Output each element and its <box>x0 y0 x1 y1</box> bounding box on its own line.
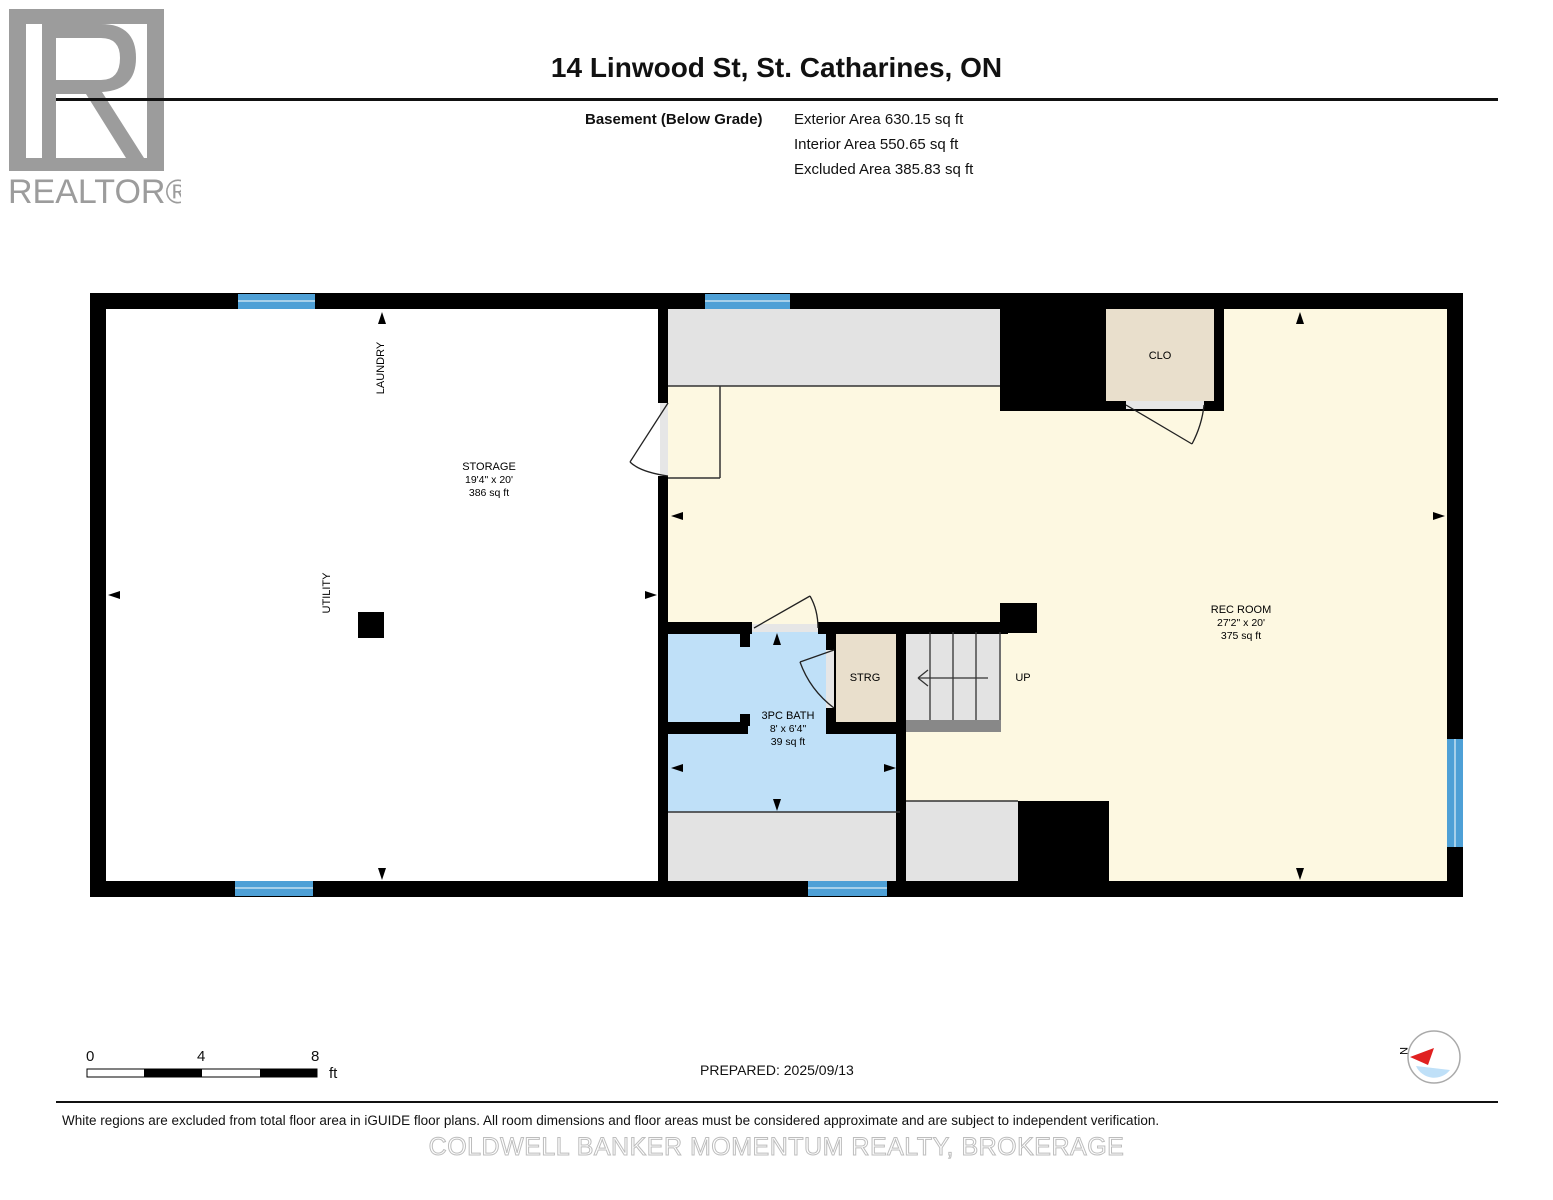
brokerage-watermark: COLDWELL BANKER MOMENTUM REALTY, BROKERA… <box>428 1133 1125 1162</box>
scale-label-0: 0 <box>86 1048 95 1065</box>
scale-bar <box>86 1068 318 1078</box>
realtor-logo: REALTOR® <box>6 6 191 211</box>
bath-mid-wall <box>668 722 748 734</box>
bath-dims: 8' x 6'4" <box>770 723 807 735</box>
bath-name: 3PC BATH <box>762 710 815 722</box>
bottom-block <box>1018 801 1109 882</box>
bath-top-wall <box>668 622 752 634</box>
storage-area: 386 sq ft <box>469 487 509 499</box>
scale-label-8: 8 <box>311 1048 320 1065</box>
rec-room-area: 375 sq ft <box>1221 630 1261 642</box>
partition-wall-lower <box>658 476 668 882</box>
realtor-wordmark: REALTOR® <box>8 173 181 211</box>
strg-bottom-wall <box>826 722 906 734</box>
excluded-bottom-mid <box>906 801 1018 882</box>
stairs-up-label: UP <box>1015 672 1030 684</box>
stair-side-wall <box>896 632 906 882</box>
closet-name: CLO <box>1149 350 1172 362</box>
utility-post <box>358 612 384 638</box>
stair-bottom <box>906 720 1001 732</box>
level-name: Basement (Below Grade) <box>585 111 763 128</box>
interior-area: Interior Area 550.65 sq ft <box>794 136 959 153</box>
excluded-top <box>668 308 1000 386</box>
rec-room-dims: 27'2" x 20' <box>1217 617 1265 629</box>
exterior-area: Exterior Area 630.15 sq ft <box>794 111 964 128</box>
partition-wall <box>658 308 668 403</box>
closet-fill <box>1106 308 1216 401</box>
utility-label: UTILITY <box>321 572 333 614</box>
chimney-block <box>1000 308 1106 411</box>
prepared-date: PREPARED: 2025/09/13 <box>700 1062 854 1078</box>
stairs <box>917 632 1001 720</box>
bath-top-wall-2 <box>818 622 1008 634</box>
compass-icon: N <box>1397 1030 1461 1084</box>
realtor-r-logo: REALTOR® <box>8 9 191 211</box>
bath-area: 39 sq ft <box>771 736 806 748</box>
excluded-area: Excluded Area 385.83 sq ft <box>794 161 974 178</box>
bath-nub-2 <box>740 714 750 726</box>
header-divider <box>56 98 1498 101</box>
bath-nub <box>740 632 750 647</box>
page-title: 14 Linwood St, St. Catharines, ON <box>550 52 1003 83</box>
storage-dims: 19'4" x 20' <box>465 474 513 486</box>
compass-north-label: N <box>1397 1047 1409 1055</box>
scale-unit: ft <box>329 1065 338 1082</box>
dimension-arrows <box>108 312 1445 880</box>
strg-fill <box>836 632 896 722</box>
disclaimer: White regions are excluded from total fl… <box>62 1113 1160 1128</box>
storage-name: STORAGE <box>462 461 516 473</box>
scale-label-4: 4 <box>197 1048 206 1065</box>
doors <box>629 401 1205 709</box>
closet-side-wall <box>1214 308 1224 411</box>
laundry-label: LAUNDRY <box>375 341 387 394</box>
strg-name: STRG <box>850 672 881 684</box>
floor-plan: STORAGE 19'4" x 20' 386 sq ft REC ROOM 2… <box>90 293 1463 897</box>
footer-divider <box>56 1101 1498 1103</box>
excluded-bottom-left <box>668 812 900 882</box>
rec-room-name: REC ROOM <box>1211 604 1272 616</box>
